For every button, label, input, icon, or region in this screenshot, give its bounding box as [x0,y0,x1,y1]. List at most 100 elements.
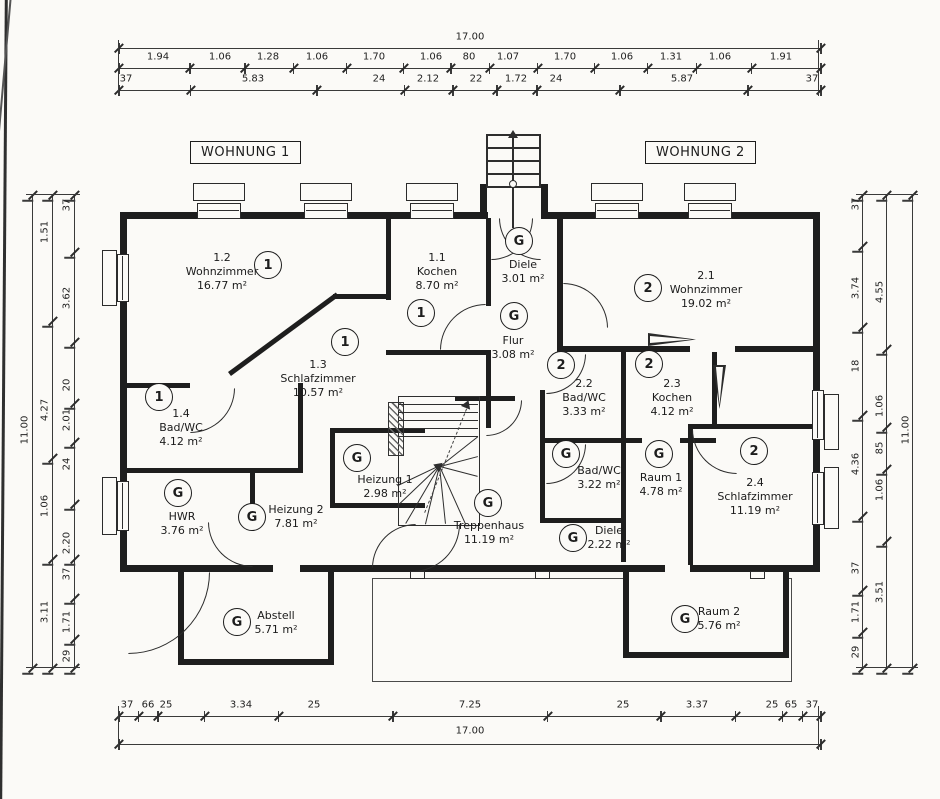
window-sill-right [824,467,839,529]
dim-tick [852,331,864,334]
raum2-wall-left [623,565,629,658]
room-num: 2.2 [575,377,593,390]
window-glass-line [690,210,730,212]
dim-label-right-inner: 18 [850,359,862,373]
dim-tick [42,672,54,675]
dim-label-top-row2: 1.94 [146,51,170,63]
room-name: Wohnzimmer [669,283,743,296]
door-leaf-east-inner [650,336,692,343]
room-badge-1.4: 1 [145,383,173,411]
dim-tick [852,250,864,253]
wall-diele-left-upper [486,218,491,306]
room-area: 19.02 m² [680,297,732,310]
dim-label-bottom-row: 25 [765,699,779,711]
dim-label-top-row2: 1.70 [362,51,386,63]
dim-tick [64,446,76,449]
dim-label-top-row2: 80 [462,51,476,63]
dim-label-right-inner: 4.36 [850,452,862,476]
dim-connector [118,706,120,750]
dim-connector [818,706,820,750]
wall-bottom-c [690,565,820,572]
stair-tread [398,436,478,438]
room-badge-raum-2-18: G [671,605,699,633]
wall-bad1-hwr-divider [126,468,303,473]
room-num: 1.4 [172,407,190,420]
dim-label-top-row2: 1.06 [419,51,443,63]
dim-label-top-row2: 1.70 [553,51,577,63]
dim-label-top-row2: 1.06 [208,51,232,63]
window-sill-top [406,183,458,201]
room-area: 4.12 m² [650,405,694,418]
dim-tick [902,672,914,675]
window-glass-line [817,392,819,438]
dim-label-top-row3: 2.12 [416,73,440,85]
door-arc-terrace [372,524,416,568]
room-badge-heizung-2-15: G [238,503,266,531]
room-badge-diele-2: G [505,227,533,255]
room-name: Wohnzimmer [185,265,259,278]
entry-jamb-left [480,184,487,217]
dim-tick [22,199,34,202]
room-area: 3.76 m² [160,524,204,537]
dim-tick [22,672,34,675]
dim-line-left-inner [74,195,76,668]
room-area: 3.01 m² [501,272,545,285]
window-sill-top [591,183,643,201]
dim-tick [876,353,888,356]
room-name: Diele [508,258,538,271]
room-area: 3.22 m² [577,478,621,491]
dim-label-bottom-row: 65 [784,699,798,711]
dim-label-left-inner: 24 [61,457,73,471]
wall-sz2-top [688,424,816,429]
dim-tick [64,672,76,675]
dim-line-top-total [118,48,820,50]
dim-label-top-row2: 1.31 [659,51,683,63]
dim-label-bottom-row: 37 [805,699,819,711]
room-area: 3.33 m² [562,405,606,418]
dim-label-left-total: 11.00 [19,415,31,445]
room-name: Raum 1 [639,471,683,484]
dim-label-right-inner: 37 [850,197,862,211]
dim-tick [852,594,864,597]
dim-label-left-inner: 3.62 [61,286,73,310]
room-num: 1.2 [213,251,231,264]
dim-label-bottom-row: 3.37 [685,699,709,711]
door-threshold [410,571,425,579]
scan-edge-artifact [0,0,8,799]
wall-wz2-bottom-a [563,346,690,352]
dim-label-right-mid: 85 [874,441,886,455]
dim-label-left-mid: 3.11 [39,600,51,624]
dim-label-top-row2: 1.07 [496,51,520,63]
wall-top-right [541,212,820,219]
room-name: Heizung 2 [268,503,324,516]
room-name: Abstell [257,609,295,622]
wall-hwr-right [250,473,255,528]
dim-label-bottom-row: 3.34 [229,699,253,711]
dim-label-right-inner: 3.74 [850,276,862,300]
window-sill-top [300,183,352,201]
dim-line-right-mid [886,195,888,668]
stair-tread [398,428,478,430]
wall-sz1-top-link [333,294,391,299]
wall-bad1-right [298,383,303,473]
door-threshold [750,571,765,579]
dim-label-top-row2: 1.28 [256,51,280,63]
room-badge-1.2: 1 [254,251,282,279]
window-glass-line [597,210,637,212]
wall-heiz1-bottom [330,503,425,508]
dim-line-left-mid [52,195,54,668]
dim-connector [818,40,820,96]
dim-label-left-mid: 1.51 [39,220,51,244]
room-name: Raum 2 [697,605,741,618]
room-area: 5.76 m² [697,619,741,632]
room-num: 2.1 [697,269,715,282]
room-name: Treppenhaus [453,519,525,532]
room-badge-raum-1-12: G [645,440,673,468]
room-name: Bad/WC [562,391,606,404]
wall-kochen1-bottom [386,350,490,355]
